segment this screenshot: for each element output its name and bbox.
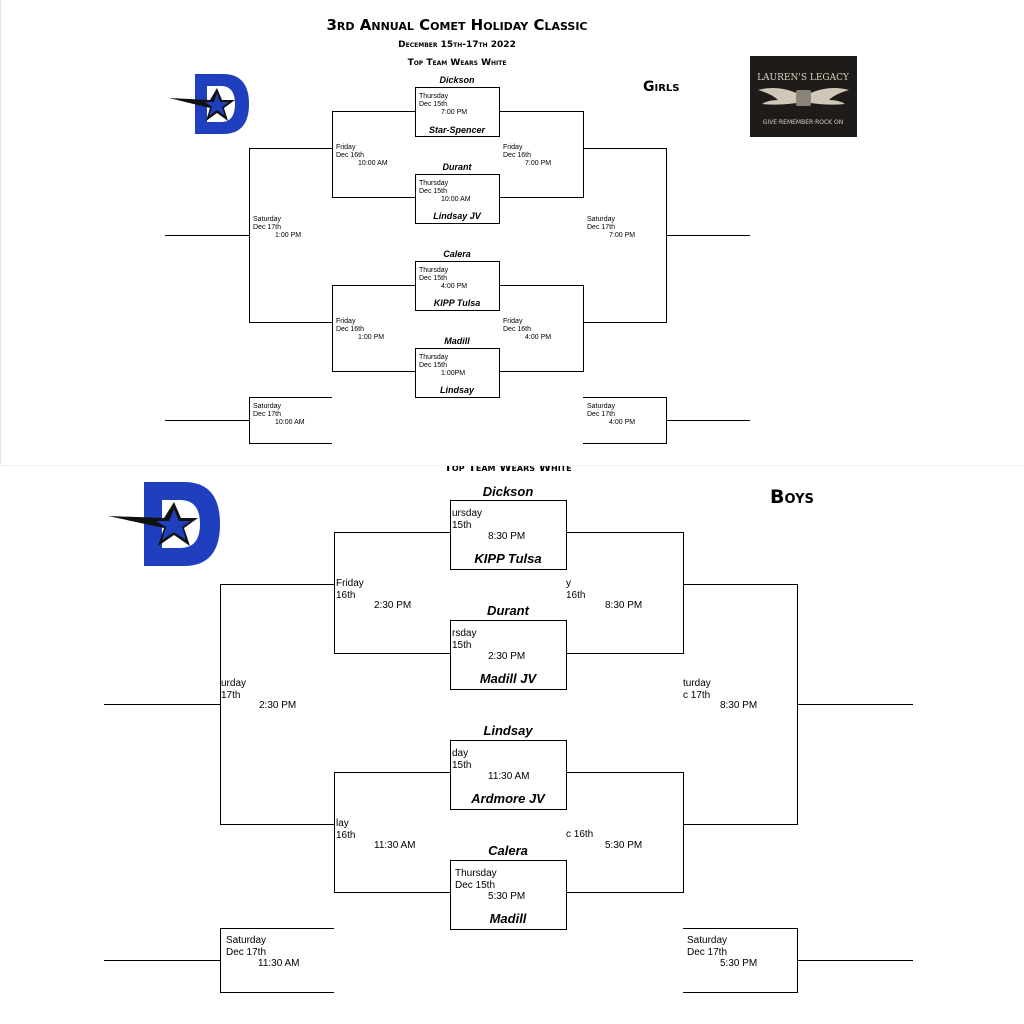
durant-logo-icon	[108, 482, 220, 566]
girls-bracket: 3rd Annual Comet Holiday Classic Decembe…	[0, 0, 1024, 466]
team-dickson: Dickson	[482, 484, 534, 499]
game-info-cons1-time: 2:30 PM	[374, 600, 412, 611]
svg-text:GIVE·REMEMBER·ROCK ON: GIVE·REMEMBER·ROCK ON	[763, 119, 843, 126]
tournament-title: 3rd Annual Comet Holiday Classic	[326, 16, 588, 34]
game-box-3	[450, 740, 567, 810]
boys-bracket: Top Team Wears White Boys Dickson KIPP T…	[0, 466, 1024, 1024]
wears-white-note-cut: Top Team Wears White	[444, 466, 572, 474]
game-info-cons-final-time: 2:30 PM	[259, 700, 297, 711]
game-info-win2: c 16th	[566, 829, 594, 840]
team-madill-jv: Madill JV	[479, 671, 537, 686]
game-box-2	[450, 620, 567, 690]
svg-text:LAUREN'S LEGACY: LAUREN'S LEGACY	[757, 73, 850, 83]
game-box-3	[415, 261, 500, 311]
team-madill: Madill	[489, 911, 527, 926]
team-star-spencer: Star-Spencer	[428, 125, 486, 135]
game-info-cons2-time: 11:30 AM	[374, 840, 416, 851]
game-box-4	[450, 860, 567, 930]
team-ardmore-jv: Ardmore JV	[471, 791, 545, 806]
team-lindsay-jv: Lindsay JV	[433, 211, 481, 221]
team-calera: Calera	[443, 249, 471, 259]
team-durant: Durant	[442, 162, 472, 172]
game-info-final-time: 8:30 PM	[720, 700, 758, 711]
boys-label: Boys	[770, 486, 814, 508]
team-kipp-tulsa: KIPP Tulsa	[474, 551, 542, 566]
wears-white-note: Top Team Wears White	[407, 58, 507, 68]
durant-logo-icon	[169, 74, 249, 134]
game-box-2	[415, 174, 500, 224]
game-box-1	[450, 500, 567, 570]
game-box-1	[415, 87, 500, 137]
game-info-win1-time: 8:30 PM	[605, 600, 643, 611]
girls-label: Girls	[643, 79, 680, 95]
game-info-win2-time: 5:30 PM	[605, 840, 643, 851]
game-box-4	[415, 348, 500, 398]
team-kipp-tulsa: KIPP Tulsa	[433, 298, 481, 308]
laurens-legacy-logo-icon: LAUREN'S LEGACY GIVE·REMEMBER·ROCK ON	[750, 56, 857, 137]
team-lindsay: Lindsay	[439, 385, 475, 395]
team-madill: Madill	[444, 336, 470, 346]
team-durant: Durant	[487, 603, 529, 618]
team-calera: Calera	[488, 843, 528, 858]
team-dickson: Dickson	[439, 75, 475, 85]
tournament-dates: December 15th-17th 2022	[398, 40, 516, 50]
team-lindsay: Lindsay	[483, 723, 533, 738]
